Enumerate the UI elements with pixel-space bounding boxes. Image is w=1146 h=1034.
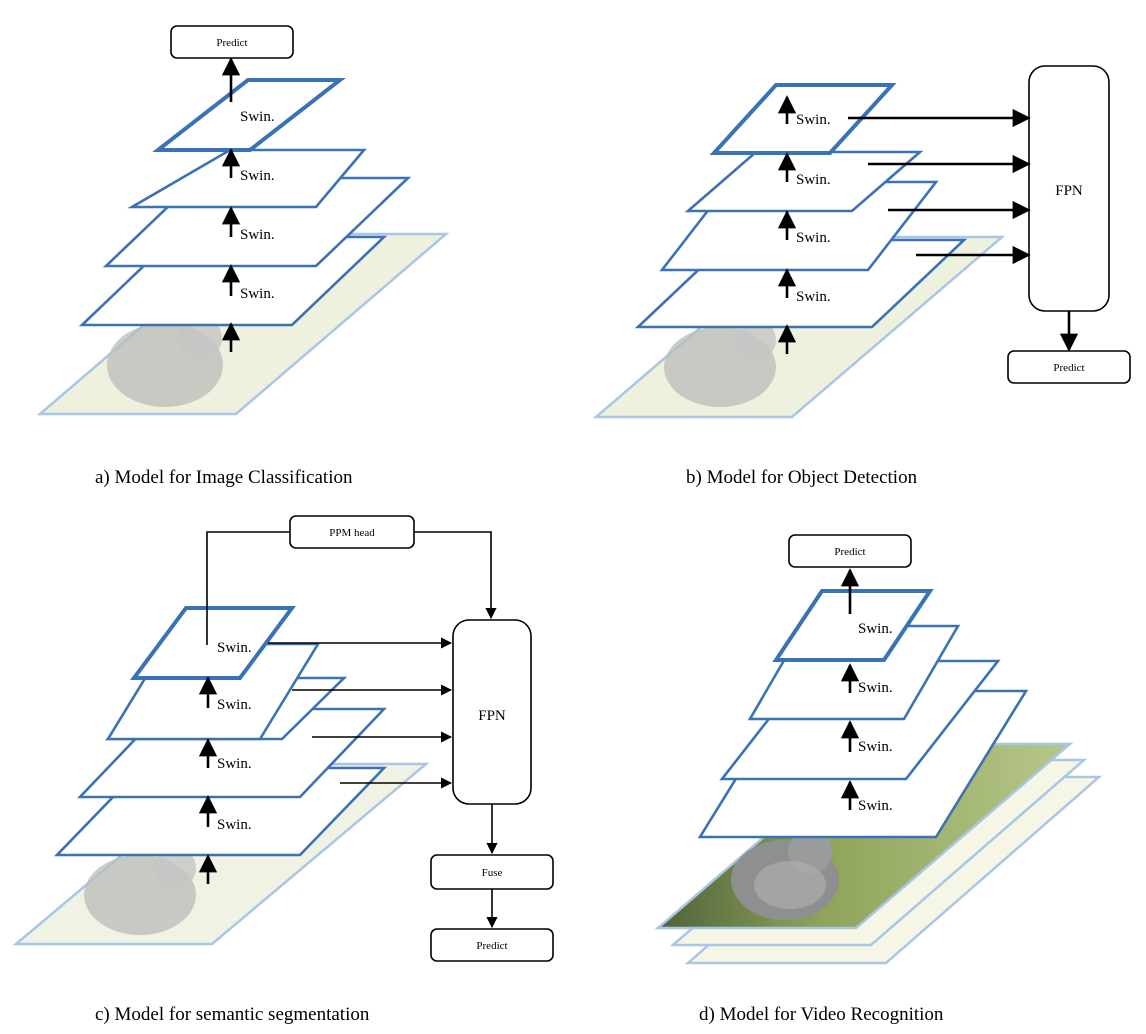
caption-c: c) Model for semantic segmentation — [95, 1004, 370, 1025]
swin-stage-label: Swin. — [796, 289, 831, 305]
predict-box — [1007, 350, 1131, 384]
fpn-label: FPN — [478, 708, 506, 724]
swin-stage-label: Swin. — [240, 168, 275, 184]
swin-stage-label: Swin. — [796, 230, 831, 246]
fpn-label: FPN — [1055, 183, 1083, 199]
stage-4-layer-top — [772, 589, 934, 662]
swin-stage-label: Swin. — [240, 286, 275, 302]
panel-a-image-classification: Swin. Swin. Swin. Swin. Predict a) Model… — [36, 25, 450, 488]
predict-box — [788, 534, 912, 568]
swin-stage-label: Swin. — [240, 227, 275, 243]
predict-label: Predict — [476, 940, 507, 952]
stage-4-layer-top — [152, 78, 346, 152]
swin-stage-label: Swin. — [796, 172, 831, 188]
swin-stage-label: Swin. — [217, 640, 252, 656]
swin-stage-label: Swin. — [858, 680, 893, 696]
panel-c-semantic-segmentation: Swin. Swin. Swin. Swin. PPM head FPN Fus… — [12, 515, 554, 1025]
swin-stage-label: Swin. — [217, 817, 252, 833]
predict-label: Predict — [216, 37, 247, 49]
swin-stage-label: Swin. — [217, 756, 252, 772]
predict-box — [170, 25, 294, 59]
swin-stage-label: Swin. — [796, 112, 831, 128]
caption-d: d) Model for Video Recognition — [699, 1004, 944, 1025]
fuse-label: Fuse — [482, 867, 503, 879]
swin-stage-label: Swin. — [858, 739, 893, 755]
swin-stage-label: Swin. — [217, 697, 252, 713]
predict-label: Predict — [1053, 362, 1084, 374]
stage-3-layer — [127, 148, 367, 209]
ppm-head-label: PPM head — [329, 527, 375, 539]
caption-a: a) Model for Image Classification — [95, 467, 353, 488]
swin-stage-label: Swin. — [240, 109, 275, 125]
stage-3-layer — [684, 150, 924, 213]
panel-b-object-detection: Swin. Swin. Swin. Swin. FPN Predict b) M… — [592, 65, 1131, 488]
predict-box — [430, 928, 554, 962]
predict-label: Predict — [834, 546, 865, 558]
swin-stage-label: Swin. — [858, 621, 893, 637]
caption-b: b) Model for Object Detection — [686, 467, 918, 488]
panel-d-video-recognition: Swin. Swin. Swin. Swin. Predict d) Model… — [654, 534, 1103, 1025]
swin-stage-label: Swin. — [858, 798, 893, 814]
